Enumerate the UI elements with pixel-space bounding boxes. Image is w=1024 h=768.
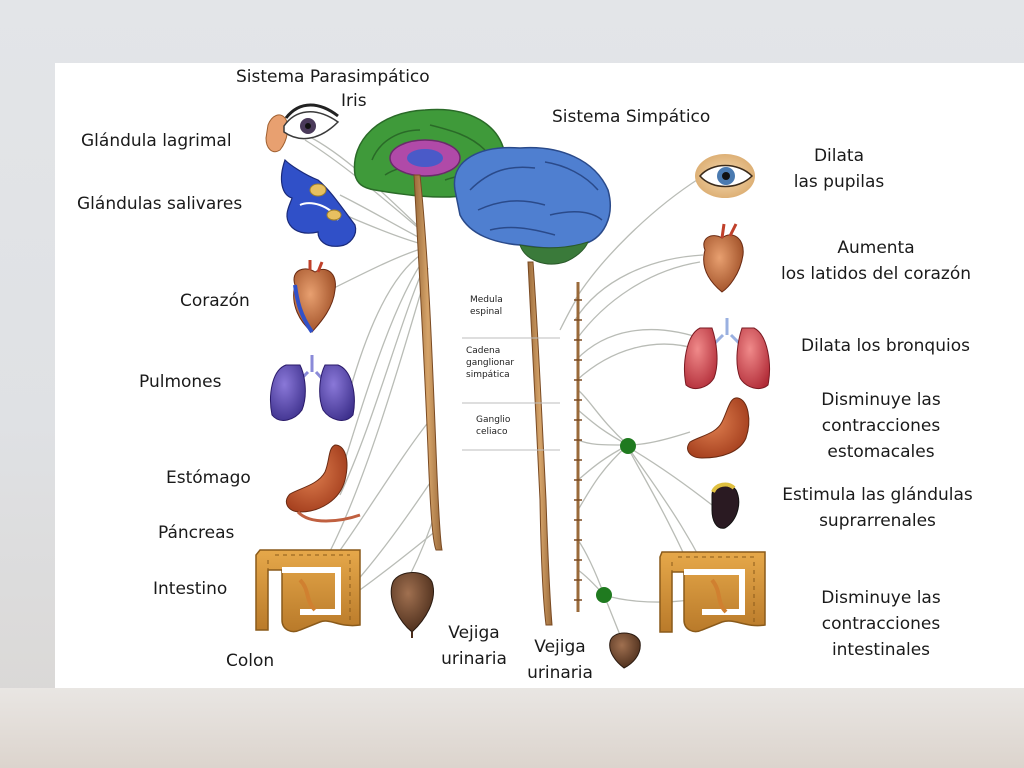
sympathetic-stomach: [687, 397, 750, 459]
sympathetic-spinal-cord: [527, 261, 553, 626]
spinal-cord-line2: espinal: [470, 307, 503, 317]
salivary-head: [280, 158, 357, 247]
parasympathetic-spinal-cord: [413, 174, 443, 551]
salivary-glands-label: Glándulas salivares: [77, 194, 243, 214]
adrenal-effect-line1: Estimula las glándulas: [782, 485, 973, 505]
spinal-cord-label: Medula espinal: [470, 294, 503, 318]
middle-dividers: [462, 337, 560, 451]
ganglionic-chain-line3: simpática: [466, 370, 510, 380]
parasympathetic-stomach: [285, 444, 361, 523]
adrenal-gland: [711, 482, 740, 529]
sympathetic-brain: [453, 146, 611, 265]
bladder-label-line2: urinaria: [441, 649, 507, 669]
sympathetic-eye: [695, 154, 755, 198]
heart-effect-line2: los latidos del corazón: [781, 264, 971, 284]
adrenal-effect-line2: suprarrenales: [819, 511, 936, 531]
sympathetic-bladder-line2: urinaria: [527, 663, 593, 683]
celiac-ganglion-label: Ganglio celiaco: [476, 414, 510, 438]
sympathetic-colon: [659, 551, 766, 633]
stomach-effect-line1: Disminuye las: [821, 390, 941, 410]
ganglionic-chain-label: Cadena ganglionar simpática: [466, 345, 514, 381]
pancreas-label: Páncreas: [158, 523, 235, 543]
parasympathetic-lungs: [270, 355, 355, 421]
bladder-label-line1: Vejiga: [448, 623, 500, 643]
parasympathetic-bladder-label: Vejiga urinaria: [434, 620, 514, 672]
background-band: [0, 688, 1024, 768]
sympathetic-heart: [703, 223, 744, 293]
heart-effect-label: Aumenta los latidos del corazón: [766, 235, 986, 287]
sympathetic-title: Sistema Simpático: [552, 107, 711, 127]
sympathetic-bladder-line1: Vejiga: [534, 637, 586, 657]
heart-effect-line1: Aumenta: [837, 238, 915, 258]
parasympathetic-heart: [293, 260, 336, 334]
sympathetic-lungs: [684, 318, 770, 389]
stomach-effect-line3: estomacales: [827, 442, 935, 462]
colon-label: Colon: [226, 651, 275, 671]
intestine-effect-line3: intestinales: [831, 640, 931, 660]
parasympathetic-colon: [255, 549, 361, 633]
pupils-effect-label: Dilata las pupilas: [774, 143, 904, 195]
pupils-effect-line1: Dilata: [813, 146, 865, 166]
parasympathetic-bladder: [390, 572, 434, 638]
intestine-effect-line2: contracciones: [821, 614, 941, 634]
intestine-label: Intestino: [153, 579, 228, 599]
sympathetic-bladder-label: Vejiga urinaria: [520, 634, 600, 686]
celiac-ganglion-line2: celiaco: [476, 427, 508, 437]
sympathetic-bladder: [609, 632, 641, 669]
sympathetic-ganglionic-chain: [574, 282, 582, 612]
spinal-cord-line1: Medula: [470, 295, 503, 305]
ganglionic-chain-line2: ganglionar: [466, 358, 515, 368]
mesenteric-ganglion: [596, 587, 612, 603]
stomach-effect-label: Disminuye las contracciones estomacales: [796, 387, 966, 465]
celiac-ganglion-line1: Ganglio: [476, 415, 511, 425]
intestine-effect-label: Disminuye las contracciones intestinales: [806, 585, 956, 663]
stomach-effect-line2: contracciones: [821, 416, 941, 436]
parasympathetic-eye: [265, 103, 340, 153]
stomach-label: Estómago: [166, 468, 251, 488]
lacrimal-gland-label: Glándula lagrimal: [81, 131, 232, 151]
adrenal-effect-label: Estimula las glándulas suprarrenales: [770, 482, 985, 534]
pupils-effect-line2: las pupilas: [793, 172, 885, 192]
intestine-effect-line1: Disminuye las: [821, 588, 941, 608]
heart-label: Corazón: [180, 291, 250, 311]
celiac-ganglion: [620, 438, 636, 454]
lungs-label: Pulmones: [139, 372, 222, 392]
iris-label: Iris: [341, 91, 367, 111]
parasympathetic-title: Sistema Parasimpático: [236, 67, 430, 87]
bronchi-effect-label: Dilata los bronquios: [801, 336, 970, 356]
ganglionic-chain-line1: Cadena: [466, 346, 501, 356]
